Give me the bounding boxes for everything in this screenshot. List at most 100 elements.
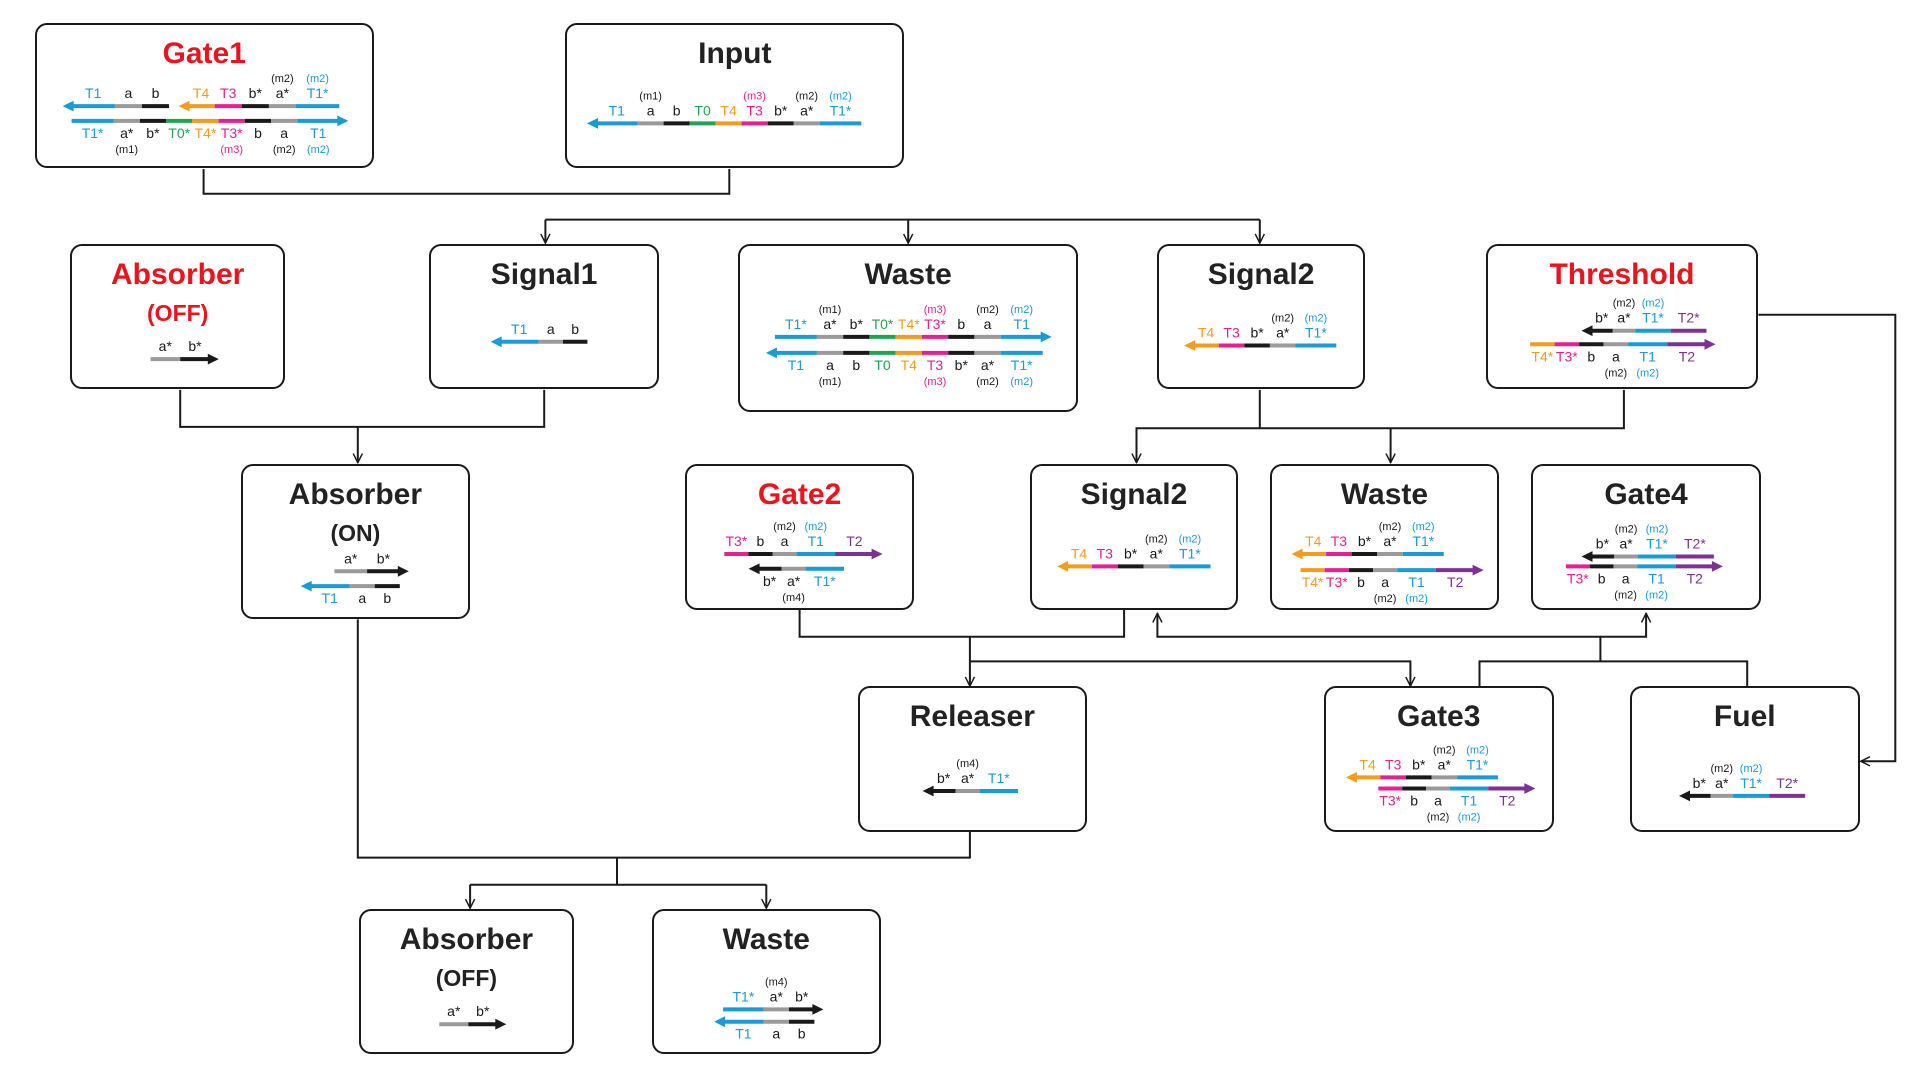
waste-box-top: Waste bbox=[737, 244, 1079, 413]
domain-label: b bbox=[254, 125, 262, 141]
modification-label: (m1) bbox=[819, 304, 842, 316]
strand-arrowhead bbox=[714, 1016, 726, 1028]
waste-box-bottom: Waste bbox=[651, 909, 882, 1054]
fuel-box: Fuel bbox=[1630, 686, 1860, 832]
gate1-title: Gate1 bbox=[162, 37, 246, 71]
modification-label: (m2) bbox=[271, 73, 294, 85]
domain-label: a* bbox=[1438, 756, 1452, 772]
domain-label: T4 bbox=[1359, 756, 1376, 772]
domain-label: a* bbox=[1619, 536, 1633, 552]
strand-arrowhead bbox=[922, 785, 934, 797]
modification-label: (m2) bbox=[1433, 744, 1456, 756]
modification-label: (m2) bbox=[273, 144, 296, 156]
domain-label: a* bbox=[800, 102, 814, 118]
domain-label: T0* bbox=[872, 316, 894, 332]
domain-label: T1* bbox=[1412, 533, 1434, 549]
modification-label: (m3) bbox=[743, 90, 766, 102]
domain-label: b* bbox=[1250, 325, 1264, 341]
absorber-off-box-bottom: Absorber (OFF) bbox=[359, 909, 574, 1054]
domain-label: T1* bbox=[1642, 310, 1664, 326]
strand-arrowhead bbox=[1704, 338, 1716, 350]
connector-line bbox=[179, 389, 546, 428]
domain-label: b* bbox=[476, 1003, 490, 1019]
modification-label: (m2) bbox=[829, 90, 852, 102]
domain-label: T3 bbox=[220, 85, 237, 101]
absorber-on-subtitle: (ON) bbox=[330, 519, 381, 546]
domain-label: a bbox=[772, 1026, 780, 1042]
waste-title-top: Waste bbox=[864, 258, 952, 292]
domain-label: T3* bbox=[1379, 793, 1401, 809]
modification-label: (m3) bbox=[924, 304, 947, 316]
gate4-title: Gate4 bbox=[1604, 477, 1688, 511]
domain-label: T1* bbox=[1646, 536, 1668, 552]
modification-label: (m2) bbox=[1145, 533, 1168, 545]
modification-label: (m2) bbox=[1412, 521, 1435, 533]
domain-label: b bbox=[1598, 570, 1606, 586]
domain-label: a bbox=[1434, 793, 1442, 809]
strand-arrowhead bbox=[178, 100, 190, 112]
modification-label: (m2) bbox=[1710, 763, 1733, 775]
domain-label: T3 bbox=[927, 357, 944, 373]
domain-label: T3 bbox=[1385, 756, 1402, 772]
strand-arrowhead bbox=[490, 336, 502, 348]
strand-arrowhead bbox=[812, 1004, 824, 1015]
modification-label: (m2) bbox=[804, 521, 827, 533]
domain-label: T1* bbox=[307, 85, 329, 101]
modification-label: (m2) bbox=[1179, 533, 1202, 545]
domain-label: b* bbox=[937, 770, 951, 786]
modification-label: (m4) bbox=[956, 758, 979, 770]
domain-label: a* bbox=[447, 1003, 461, 1019]
domain-label: T1 bbox=[310, 125, 327, 141]
modification-label: (m2) bbox=[1379, 521, 1402, 533]
domain-label: T1 bbox=[609, 102, 626, 118]
domain-label: T3 bbox=[1223, 325, 1240, 341]
strand-arrowhead bbox=[765, 347, 777, 359]
gate3-title: Gate3 bbox=[1397, 700, 1481, 734]
modification-label: (m2) bbox=[1427, 812, 1450, 824]
strand-arrowhead bbox=[1291, 548, 1303, 560]
domain-label: b bbox=[152, 85, 160, 101]
domain-label: T1* bbox=[830, 102, 852, 118]
domain-label: T4* bbox=[1531, 348, 1553, 364]
domain-label: a bbox=[984, 316, 992, 332]
domain-label: T4* bbox=[898, 316, 920, 332]
domain-label: T1* bbox=[1179, 545, 1201, 561]
domain-label: T4 bbox=[1198, 325, 1215, 341]
gate2-strand: b*a*(m4)T1* bbox=[748, 563, 844, 604]
threshold-title: Threshold bbox=[1549, 258, 1695, 292]
domain-label: b* bbox=[763, 573, 777, 589]
domain-label: T1* bbox=[82, 125, 104, 141]
domain-label: b bbox=[1587, 348, 1595, 364]
strand-arrowhead bbox=[1711, 561, 1723, 572]
domain-label: b* bbox=[146, 125, 160, 141]
domain-label: a bbox=[826, 357, 834, 373]
gate3-box: Gate3 bbox=[1324, 686, 1554, 832]
domain-label: T0 bbox=[694, 102, 711, 118]
domain-label: a* bbox=[1715, 775, 1729, 791]
domain-label: a bbox=[547, 321, 555, 337]
domain-label: T2* bbox=[1678, 310, 1700, 326]
gate2-box: Gate2 bbox=[684, 463, 915, 610]
threshold-strand: b*a*(m2)T1*(m2)T2* bbox=[1581, 298, 1707, 337]
domain-label: a* bbox=[981, 357, 995, 373]
fuel-title: Fuel bbox=[1713, 700, 1776, 734]
domain-label: T4 bbox=[1071, 545, 1088, 561]
strand-arrowhead bbox=[1184, 340, 1196, 351]
domain-label: a* bbox=[344, 550, 358, 566]
connector-line bbox=[1157, 613, 1602, 662]
waste-title-middle: Waste bbox=[1340, 477, 1429, 511]
domain-label: b* bbox=[249, 85, 263, 101]
modification-label: (m2) bbox=[1636, 367, 1659, 379]
modification-label: (m1) bbox=[819, 376, 842, 388]
connector-line bbox=[202, 169, 731, 195]
domain-label: b bbox=[852, 357, 860, 373]
domain-label: T2 bbox=[1679, 348, 1696, 364]
absorber-off-box-top: Absorber (OFF) bbox=[70, 244, 286, 389]
domain-label: T3 bbox=[1097, 545, 1114, 561]
fuel-strand: b*a*(m2)T1*(m2)T2* bbox=[1679, 763, 1806, 802]
